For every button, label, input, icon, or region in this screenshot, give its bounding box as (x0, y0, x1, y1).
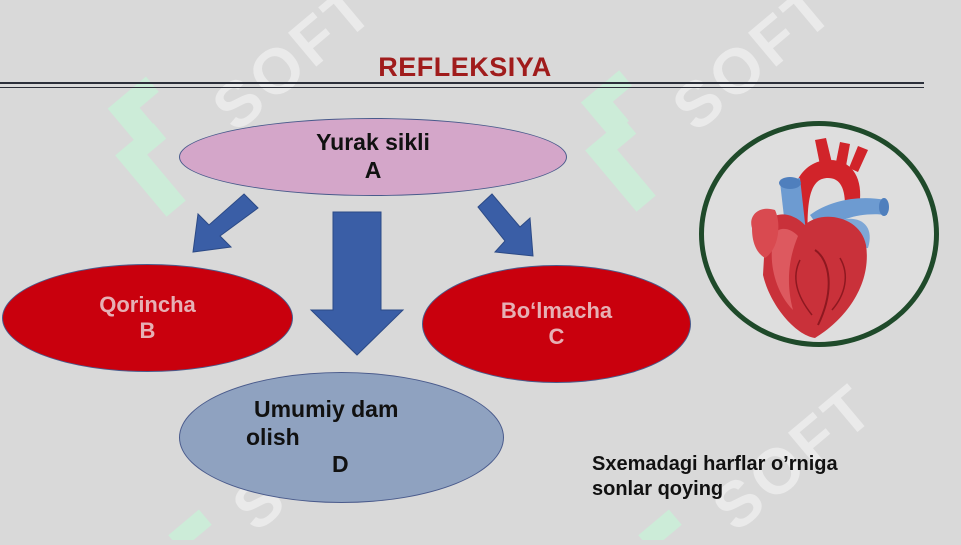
node-umumiy-dam-olish: Umumiy dam olish D (179, 372, 504, 503)
instruction-text: Sxemadagi harflar o’rniga sonlar qoying (592, 452, 932, 503)
instruction-line2: sonlar qoying (592, 478, 724, 501)
node-bolmacha: Bo‘lmacha C (422, 265, 691, 383)
instruction-line1: Sxemadagi harflar o’rniga (592, 453, 838, 475)
node-b-letter: B (139, 318, 156, 343)
node-d-letter: D (332, 451, 349, 478)
node-c-label: Bo‘lmacha (500, 297, 613, 323)
page-title: REFLEKSIYA (378, 52, 552, 82)
node-d-label-line1: Umumiy dam (254, 396, 399, 423)
node-a-label: Yurak sikli (316, 129, 430, 156)
node-yurak-sikli: Yurak sikli A (179, 118, 567, 196)
node-d-label-line2: olish (246, 423, 300, 450)
node-a-letter: A (364, 157, 382, 183)
node-b-label: Qorincha (99, 291, 196, 317)
node-c-letter: C (548, 324, 565, 349)
arrow-a-to-c (477, 193, 534, 257)
node-qorincha: Qorincha B (2, 264, 293, 372)
title-underline-thin (0, 87, 924, 88)
title-underline (0, 82, 924, 84)
arrow-a-to-b (192, 193, 259, 253)
arrow-a-to-d (309, 211, 405, 356)
